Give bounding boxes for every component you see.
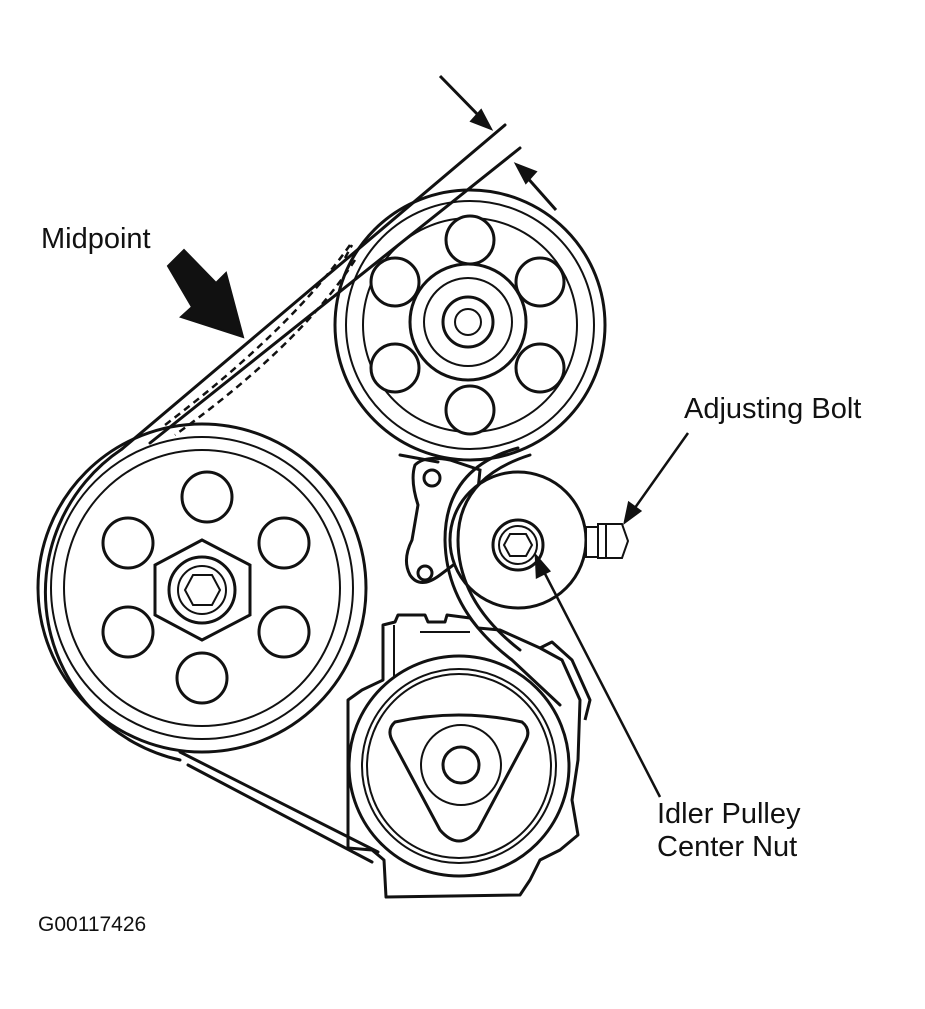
idler-pulley xyxy=(448,470,630,610)
deflected-belt xyxy=(164,244,357,437)
top-pulley xyxy=(333,188,607,462)
leader-lines xyxy=(534,432,690,798)
adjusting-bolt-label: Adjusting Bolt xyxy=(684,393,862,425)
figure-id: G00117426 xyxy=(38,913,147,936)
drive-belt xyxy=(43,123,562,864)
midpoint-label: Midpoint xyxy=(41,223,151,255)
idler-pulley-center-nut-label: Idler Pulley Center Nut xyxy=(657,798,800,864)
deflection-arrows xyxy=(438,74,558,211)
lower-pulley xyxy=(347,654,571,878)
midpoint-arrow xyxy=(166,248,245,339)
crank-pulley xyxy=(36,422,368,754)
idler-label-line1: Idler Pulley xyxy=(657,798,801,830)
idler-label-line2: Center Nut xyxy=(657,831,798,863)
